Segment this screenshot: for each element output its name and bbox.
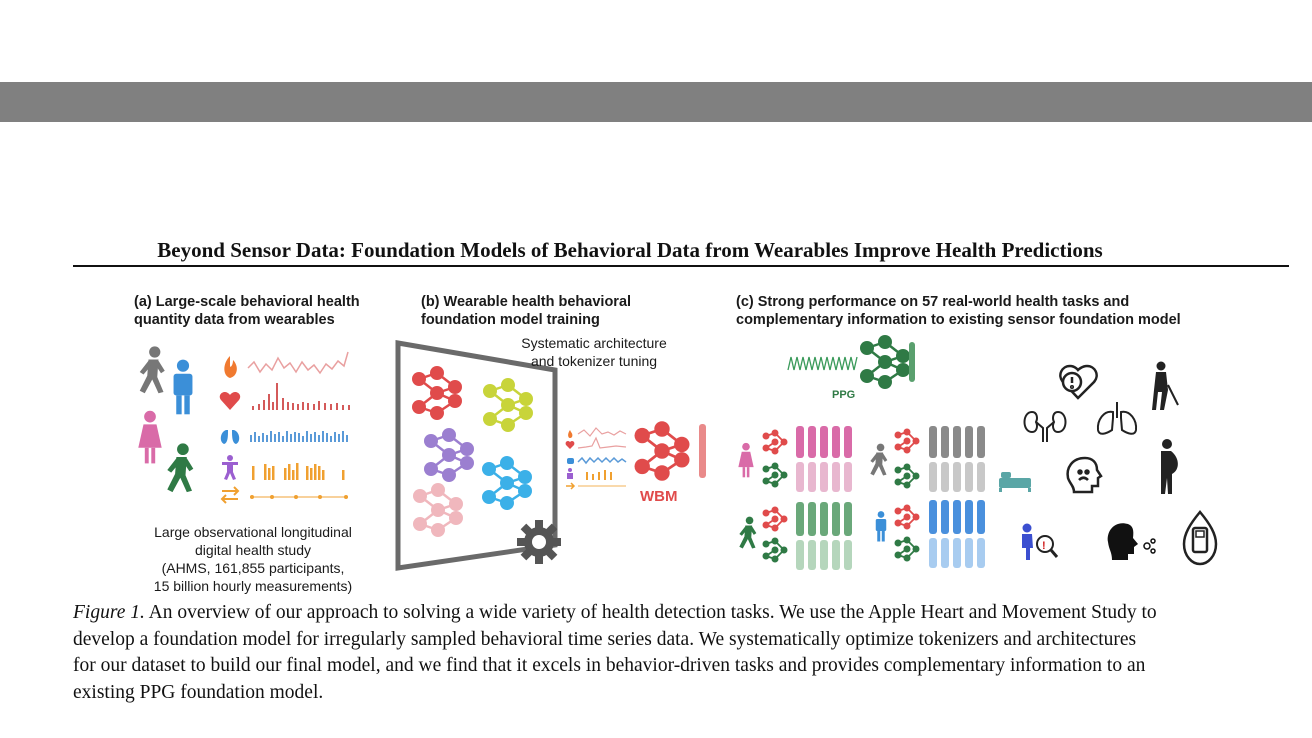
- heart-rate-bars: [252, 383, 350, 410]
- caption-text: An overview of our approach to solving a…: [144, 602, 1157, 623]
- person-search-icon: !: [1022, 523, 1059, 560]
- activity-figure-icon: [222, 455, 238, 480]
- respiratory-bars: [250, 431, 348, 442]
- wbm-label: WBM: [640, 488, 678, 505]
- head-stress-icon: [1066, 456, 1103, 494]
- person-walking-gray-small-icon: [870, 443, 888, 476]
- tuning-label: Systematic architecture and tokenizer tu…: [494, 334, 694, 370]
- panel-b-heading: (b) Wearable health behavioral foundatio…: [421, 293, 631, 329]
- caption-line-1: Figure 1. An overview of our approach to…: [73, 600, 1293, 627]
- tuning-label-line: and tokenizer tuning: [530, 353, 658, 369]
- person-woman-pink-small-icon: [738, 442, 754, 478]
- flame-icon: [224, 356, 237, 378]
- heart-alert-icon: [1059, 364, 1098, 400]
- person-walking-green-icon: [167, 443, 194, 493]
- person-woman-pink-icon: [138, 410, 162, 464]
- panel-a-description-line: (AHMS, 161,855 participants,: [161, 560, 345, 576]
- lungs-outline-icon: [1096, 402, 1138, 435]
- figure-caption: Figure 1. An overview of our approach to…: [73, 600, 1293, 706]
- activity-bars: [252, 463, 345, 480]
- glucose-meter-icon: [1182, 510, 1218, 566]
- lungs-icon: [220, 430, 240, 444]
- caption-line-3: for our dataset to build our final model…: [73, 655, 1146, 676]
- bed-icon: [999, 472, 1031, 492]
- kidneys-icon: [1023, 410, 1067, 442]
- ppg-network-icon: [858, 333, 912, 391]
- panel-a-description-line: 15 billion hourly measurements): [153, 578, 353, 594]
- person-cane-icon: [1152, 361, 1179, 410]
- paper-title: Beyond Sensor Data: Foundation Models of…: [157, 238, 1103, 262]
- person-standing-blue-small-icon: [875, 511, 887, 542]
- caption-line-2: develop a foundation model for irregular…: [73, 628, 1137, 650]
- caption-label: Figure 1.: [73, 602, 145, 623]
- arrows-icon: [220, 486, 240, 504]
- wbm-network-icon: [633, 419, 691, 483]
- panel-c-heading-line: complementary information to existing se…: [736, 312, 1181, 328]
- panel-a-heading-line: quantity data from wearables: [134, 312, 335, 328]
- mini-network-green: [893, 535, 921, 563]
- mini-network-red: [761, 505, 789, 533]
- person-cough-icon: [1107, 523, 1156, 560]
- calorie-series-line: [247, 351, 349, 375]
- person-standing-blue-icon: [173, 359, 193, 415]
- mini-network-red: [893, 427, 921, 455]
- panel-a-description-line: Large observational longitudinal: [154, 524, 352, 540]
- heart-icon: [219, 392, 241, 410]
- person-walking-gray-icon: [139, 346, 165, 394]
- panel-a-heading-line: (a) Large-scale behavioral health: [134, 294, 360, 310]
- mini-network-red: [761, 428, 789, 456]
- panel-b-heading-line: foundation model training: [421, 312, 600, 328]
- embedding-bars-lightgreen: [796, 540, 852, 570]
- embedding-bars-blue: [929, 500, 985, 534]
- embedding-bars-lightblue: [929, 538, 985, 568]
- window-top-bar: [0, 82, 1312, 122]
- panel-a-description: Large observational longitudinal digital…: [118, 523, 388, 595]
- panel-a-heading: (a) Large-scale behavioral health quanti…: [134, 293, 360, 329]
- svg-text:!: !: [1042, 540, 1046, 552]
- panel-a-description-line: digital health study: [195, 542, 311, 558]
- panel-b-heading-line: (b) Wearable health behavioral: [421, 294, 632, 310]
- mini-network-green: [893, 462, 921, 490]
- mini-input-series: [565, 427, 627, 490]
- embedding-bars-magenta: [796, 426, 852, 458]
- mini-network-green: [761, 461, 789, 489]
- panel-c-heading-line: (c) Strong performance on 57 real-world …: [736, 294, 1130, 310]
- ppg-waveform: [787, 356, 858, 371]
- panel-c-heading: (c) Strong performance on 57 real-world …: [736, 293, 1181, 329]
- ppg-label: PPG: [832, 389, 856, 401]
- title-rule: [73, 265, 1289, 267]
- mobility-dots: [250, 495, 348, 499]
- person-walking-green-small-icon: [739, 516, 757, 549]
- pregnant-person-icon: [1161, 439, 1178, 494]
- embedding-bars-lightgray: [929, 462, 985, 492]
- wbm-embedding-bar: [699, 424, 706, 478]
- embedding-bars-green: [796, 502, 852, 536]
- gear-icon: [517, 520, 561, 564]
- embedding-bars-pink: [796, 462, 852, 492]
- mini-network-red: [893, 503, 921, 531]
- mini-network-green: [761, 536, 789, 564]
- caption-line-4: existing PPG foundation model.: [73, 681, 324, 703]
- ppg-embedding-bar: [909, 342, 915, 382]
- embedding-bars-gray: [929, 426, 985, 458]
- tuning-label-line: Systematic architecture: [521, 335, 667, 351]
